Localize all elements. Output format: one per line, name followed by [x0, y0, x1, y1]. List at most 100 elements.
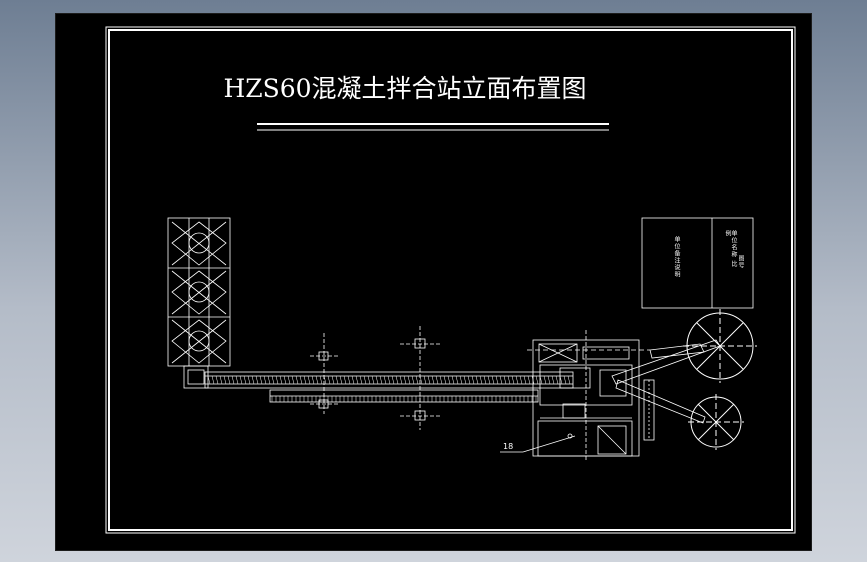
conveyor-tick	[355, 375, 359, 385]
conveyor-tick	[371, 375, 375, 385]
conveyor-tick	[227, 375, 231, 385]
conveyor-tick	[455, 375, 459, 385]
conveyor-tick	[555, 375, 559, 385]
conveyor-tick	[283, 375, 287, 385]
conveyor-tick	[303, 375, 307, 385]
conveyor-tick	[291, 375, 295, 385]
conveyor-tick	[439, 375, 443, 385]
note-text-right-a: 单位名称 比例	[724, 230, 737, 268]
conveyor-hatch	[207, 375, 571, 402]
mixer-building	[527, 330, 650, 460]
conveyor-tick	[547, 375, 551, 385]
conveyor-tick	[527, 375, 531, 385]
conveyor-tick	[479, 375, 483, 385]
conveyor-tick	[499, 375, 503, 385]
conveyor-tick	[467, 375, 471, 385]
conveyor-tick	[327, 375, 331, 385]
conveyor-tick	[335, 375, 339, 385]
conveyor-tick	[459, 375, 463, 385]
conveyor-tick	[343, 375, 347, 385]
conveyor-tick	[295, 375, 299, 385]
conveyor-tick	[383, 375, 387, 385]
conveyor-tick	[299, 375, 303, 385]
note-text-left: 单位备注说明	[673, 236, 680, 278]
conveyor-tick	[259, 375, 263, 385]
conveyor-tick	[487, 375, 491, 385]
conveyor-tick	[395, 375, 399, 385]
conveyor-tick	[411, 375, 415, 385]
conveyor-tick	[415, 375, 419, 385]
conveyor-tick	[223, 375, 227, 385]
conveyor-tick	[379, 375, 383, 385]
conveyor-tick	[287, 375, 291, 385]
conveyor-tick	[311, 375, 315, 385]
notes-box	[641, 217, 754, 309]
drawing-viewport	[55, 13, 812, 551]
conveyor-tick	[475, 375, 479, 385]
conveyor-tick	[339, 375, 343, 385]
conveyor-tick	[471, 375, 475, 385]
conveyor-tick	[503, 375, 507, 385]
part-callout-label: 18	[503, 442, 514, 451]
conveyor-tick	[515, 375, 519, 385]
conveyor-tick	[271, 375, 275, 385]
conveyor-tick	[427, 375, 431, 385]
conveyor-tick	[239, 375, 243, 385]
conveyor-tick	[243, 375, 247, 385]
conveyor-tick	[523, 375, 527, 385]
conveyor-tick	[391, 375, 395, 385]
conveyor-tick	[543, 375, 547, 385]
feeder-base	[183, 365, 209, 389]
conveyor-tick	[231, 375, 235, 385]
conveyor-tick	[431, 375, 435, 385]
conveyor-supports	[310, 326, 440, 430]
conveyor-tick	[215, 375, 219, 385]
conveyor-tick	[451, 375, 455, 385]
drawing-title: HZS60混凝土拌合站立面布置图	[223, 74, 587, 103]
conveyor-tick	[315, 375, 319, 385]
conveyor-tick	[279, 375, 283, 385]
conveyor-tick	[211, 375, 215, 385]
conveyor-tick	[447, 375, 451, 385]
conveyor-tick	[535, 375, 539, 385]
conveyor-tick	[563, 375, 567, 385]
conveyor-tick	[403, 375, 407, 385]
conveyor-tick	[307, 375, 311, 385]
conveyor-tick	[251, 375, 255, 385]
belt-conveyor	[204, 371, 574, 403]
conveyor-tick	[491, 375, 495, 385]
inner-frame	[108, 29, 793, 531]
conveyor-tick	[207, 375, 211, 385]
conveyor-tick	[567, 375, 571, 385]
conveyor-tick	[463, 375, 467, 385]
conveyor-tick	[319, 375, 323, 385]
conveyor-tick	[483, 375, 487, 385]
conveyor-tick	[375, 375, 379, 385]
conveyor-tick	[347, 375, 351, 385]
callout-leader	[500, 435, 576, 453]
conveyor-tick	[519, 375, 523, 385]
note-text-right-b: 图号	[737, 255, 744, 269]
outer-frame	[105, 26, 796, 534]
aggregate-bin-tower	[167, 217, 231, 367]
cement-silos	[683, 309, 757, 450]
conveyor-tick	[423, 375, 427, 385]
conveyor-tick	[495, 375, 499, 385]
conveyor-tick	[219, 375, 223, 385]
conveyor-tick	[399, 375, 403, 385]
conveyor-tick	[331, 375, 335, 385]
conveyor-tick	[507, 375, 511, 385]
conveyor-tick	[551, 375, 555, 385]
conveyor-tick	[275, 375, 279, 385]
conveyor-tick	[387, 375, 391, 385]
screw-conveyors	[611, 339, 721, 441]
conveyor-tick	[363, 375, 367, 385]
conveyor-tick	[407, 375, 411, 385]
conveyor-tick	[443, 375, 447, 385]
conveyor-tick	[235, 375, 239, 385]
conveyor-tick	[351, 375, 355, 385]
conveyor-tick	[263, 375, 267, 385]
conveyor-tick	[247, 375, 251, 385]
conveyor-tick	[359, 375, 363, 385]
